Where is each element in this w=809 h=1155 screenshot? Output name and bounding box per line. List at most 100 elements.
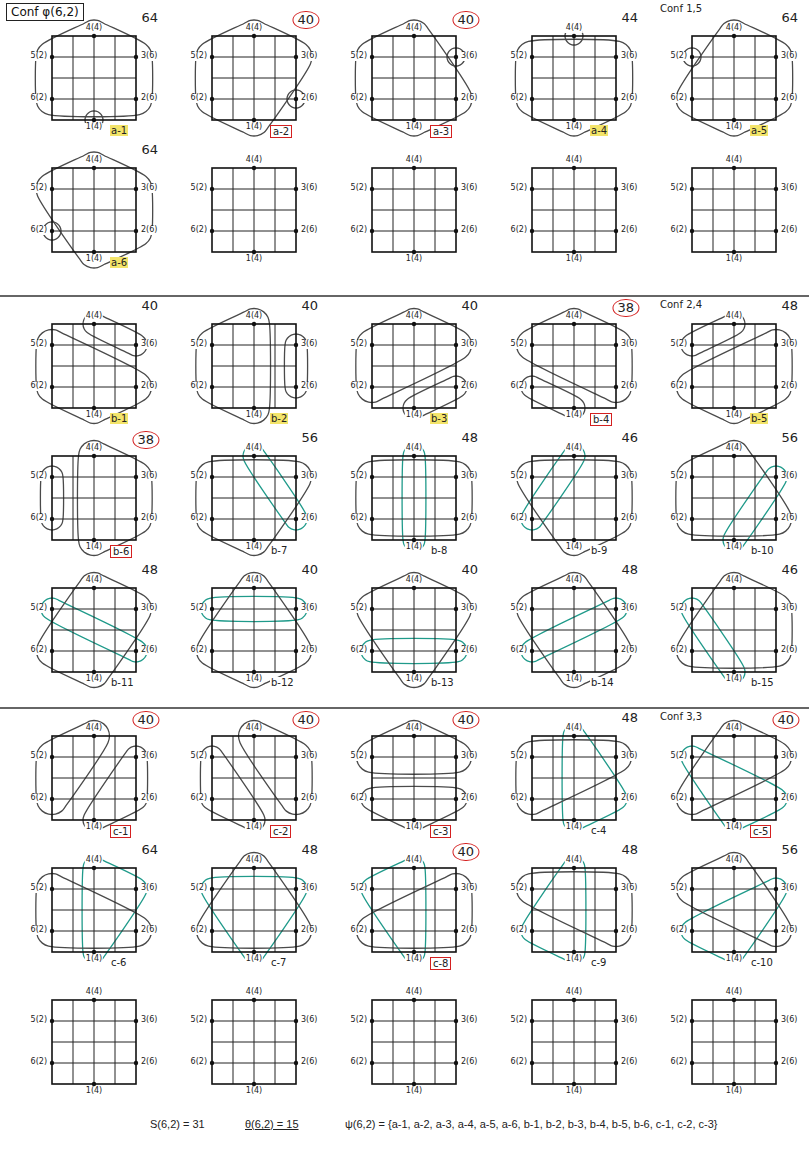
grid-panel: 404(4)5(2)3(6)6(2)2(6)1(4)b-13 bbox=[326, 566, 482, 696]
point-label: 3(6) bbox=[460, 472, 478, 481]
grid-point bbox=[412, 586, 416, 590]
grid-point bbox=[774, 475, 778, 479]
grid-point bbox=[690, 517, 694, 521]
point-label: 4(4) bbox=[85, 988, 103, 997]
grid-border bbox=[52, 868, 136, 952]
grid-point bbox=[294, 607, 298, 611]
panel-label: c-10 bbox=[750, 957, 774, 968]
grid-point bbox=[252, 818, 256, 822]
grid-point bbox=[690, 1061, 694, 1065]
grid-point bbox=[690, 1019, 694, 1023]
grid-point bbox=[412, 406, 416, 410]
count-number: 56 bbox=[780, 843, 799, 857]
grid-point bbox=[614, 929, 618, 933]
point-label: 5(2) bbox=[350, 472, 368, 481]
grid-border bbox=[532, 736, 616, 820]
grid-point bbox=[92, 454, 96, 458]
grid-point bbox=[252, 1082, 256, 1086]
point-label: 4(4) bbox=[245, 988, 263, 997]
grid-line bbox=[595, 868, 596, 952]
grid-line bbox=[692, 910, 776, 911]
point-label: 3(6) bbox=[300, 52, 318, 61]
point-label: 1(4) bbox=[565, 255, 583, 264]
point-label: 1(4) bbox=[565, 955, 583, 964]
grid-point bbox=[572, 586, 576, 590]
point-label: 3(6) bbox=[460, 1016, 478, 1025]
point-label: 6(2) bbox=[510, 382, 528, 391]
count-number: 40 bbox=[292, 711, 319, 729]
point-label: 1(4) bbox=[405, 123, 423, 132]
point-label: 4(4) bbox=[245, 576, 263, 585]
grid-point bbox=[454, 929, 458, 933]
point-label: 3(6) bbox=[460, 752, 478, 761]
grid bbox=[690, 34, 778, 122]
grid-border bbox=[692, 168, 776, 252]
grid-line bbox=[212, 99, 296, 100]
grid-line bbox=[52, 366, 136, 367]
point-label: 4(4) bbox=[85, 444, 103, 453]
panel-label: b-1 bbox=[110, 413, 128, 424]
grid-point bbox=[412, 866, 416, 870]
grid-line bbox=[372, 630, 456, 631]
grid-point bbox=[690, 929, 694, 933]
grid-panel: 4(4)5(2)3(6)6(2)2(6)1(4) bbox=[166, 978, 322, 1108]
point-label: 6(2) bbox=[510, 794, 528, 803]
grid-panel: 444(4)5(2)3(6)6(2)2(6)1(4)a-4 bbox=[486, 14, 642, 144]
grid-point bbox=[774, 187, 778, 191]
panel-label: b-4 bbox=[590, 413, 612, 426]
grid-line bbox=[52, 231, 136, 232]
grid-point bbox=[774, 1061, 778, 1065]
grid-border bbox=[52, 588, 136, 672]
grid-point bbox=[370, 517, 374, 521]
point-label: 5(2) bbox=[670, 52, 688, 61]
grid-border bbox=[372, 588, 456, 672]
grid-line bbox=[212, 231, 296, 232]
grid-line bbox=[532, 231, 616, 232]
grid-point bbox=[690, 385, 694, 389]
point-label: 1(4) bbox=[405, 675, 423, 684]
point-label: 4(4) bbox=[565, 156, 583, 165]
point-label: 1(4) bbox=[85, 675, 103, 684]
point-label: 4(4) bbox=[725, 312, 743, 321]
point-label: 3(6) bbox=[780, 752, 798, 761]
point-label: 2(6) bbox=[460, 646, 478, 655]
count-number: 48 bbox=[620, 563, 639, 577]
point-label: 2(6) bbox=[460, 382, 478, 391]
panel-label: b-7 bbox=[270, 545, 288, 556]
point-label: 4(4) bbox=[245, 24, 263, 33]
point-label: 3(6) bbox=[140, 1016, 158, 1025]
grid-point bbox=[454, 343, 458, 347]
grid-line bbox=[212, 931, 296, 932]
grid-point bbox=[732, 866, 736, 870]
grid-line bbox=[532, 387, 616, 388]
grid-point bbox=[92, 34, 96, 38]
point-label: 2(6) bbox=[140, 1058, 158, 1067]
point-label: 3(6) bbox=[300, 752, 318, 761]
point-label: 3(6) bbox=[140, 52, 158, 61]
partition-loop bbox=[355, 20, 472, 136]
grid-point bbox=[690, 229, 694, 233]
point-label: 5(2) bbox=[190, 52, 208, 61]
count-number: 56 bbox=[780, 431, 799, 445]
point-label: 5(2) bbox=[510, 884, 528, 893]
partition-loop bbox=[37, 573, 152, 688]
grid-point bbox=[210, 797, 214, 801]
grid-point bbox=[614, 607, 618, 611]
grid-line bbox=[115, 168, 116, 252]
point-label: 6(2) bbox=[190, 794, 208, 803]
point-label: 4(4) bbox=[85, 724, 103, 733]
point-label: 2(6) bbox=[460, 1058, 478, 1067]
point-label: 1(4) bbox=[725, 543, 743, 552]
grid-line bbox=[532, 630, 616, 631]
grid-line bbox=[435, 868, 436, 952]
grid bbox=[210, 998, 298, 1086]
grid-point bbox=[92, 586, 96, 590]
point-label: 5(2) bbox=[190, 1016, 208, 1025]
grid-panel: 404(4)5(2)3(6)6(2)2(6)1(4)c-2 bbox=[166, 714, 322, 844]
grid-border bbox=[532, 588, 616, 672]
point-label: 6(2) bbox=[30, 1058, 48, 1067]
grid-point bbox=[690, 607, 694, 611]
point-label: 4(4) bbox=[565, 856, 583, 865]
point-label: 5(2) bbox=[190, 604, 208, 613]
grid bbox=[370, 322, 458, 410]
